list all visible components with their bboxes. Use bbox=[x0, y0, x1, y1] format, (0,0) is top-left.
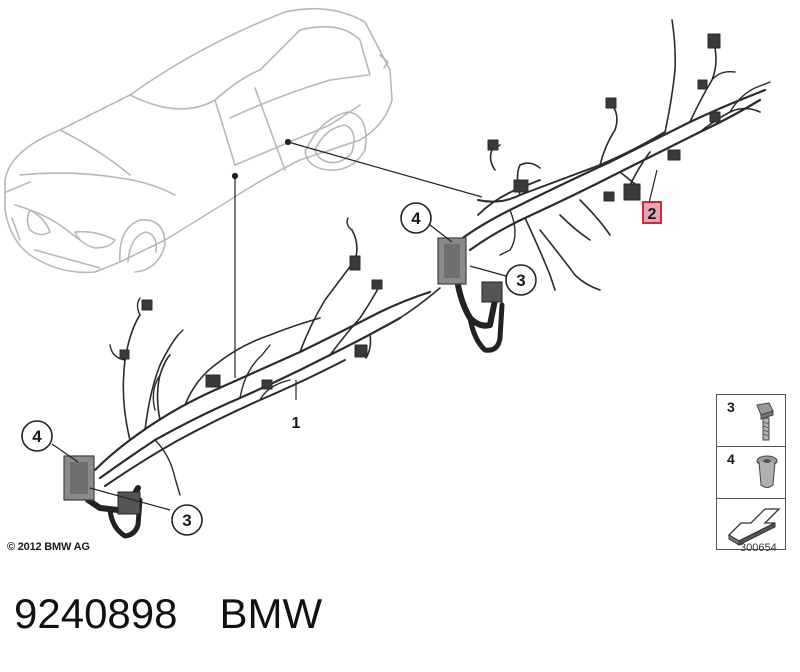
bolt-icon bbox=[756, 402, 774, 441]
legend-bolt-cell: 3 bbox=[716, 394, 786, 446]
rivet-nut-icon bbox=[756, 455, 778, 488]
wiring-harness-2 bbox=[437, 19, 771, 353]
callout-bolt-3-right: 3 bbox=[505, 264, 537, 296]
parts-diagram: 4 3 4 3 1 2 bbox=[4, 7, 771, 539]
callout-bolt-3-left: 3 bbox=[171, 504, 203, 536]
svg-text:2: 2 bbox=[648, 206, 657, 223]
fastener-leaders bbox=[51, 224, 507, 511]
legend-nut-cell: 4 bbox=[716, 446, 786, 498]
svg-text:3: 3 bbox=[182, 511, 191, 530]
reference-number: 300654 bbox=[740, 542, 777, 554]
footer-part-info: 9240898 BMW bbox=[14, 590, 322, 638]
car-outline-illustration bbox=[4, 7, 393, 274]
legend-nut-number: 4 bbox=[727, 451, 735, 467]
label-harness-2-highlighted[interactable]: 2 bbox=[642, 201, 662, 224]
wiring-harness-1 bbox=[63, 217, 441, 539]
direction-arrow-icon bbox=[727, 508, 781, 546]
leader-lines bbox=[231, 138, 658, 400]
copyright-notice: © 2012 BMW AG bbox=[7, 541, 90, 553]
brand-name: BMW bbox=[219, 590, 323, 637]
legend-arrow-cell bbox=[716, 498, 786, 550]
svg-text:3: 3 bbox=[516, 271, 525, 290]
fastener-legend: 3 4 bbox=[716, 394, 786, 550]
label-harness-1: 1 bbox=[292, 415, 301, 432]
legend-bolt-number: 3 bbox=[727, 399, 735, 415]
callout-nut-4-right: 4 bbox=[400, 202, 432, 234]
callout-nut-4-left: 4 bbox=[21, 420, 53, 452]
part-number: 9240898 bbox=[14, 590, 178, 637]
svg-text:4: 4 bbox=[32, 427, 42, 446]
svg-text:4: 4 bbox=[411, 209, 421, 228]
